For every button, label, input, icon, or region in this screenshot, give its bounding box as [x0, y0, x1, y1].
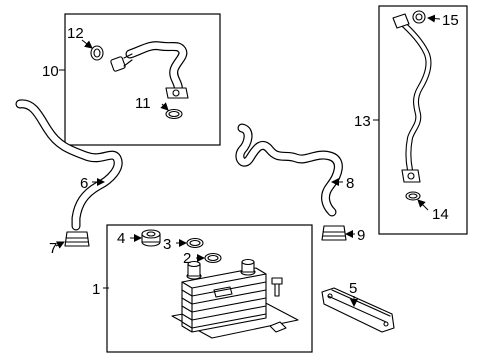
o-ring-12 — [90, 45, 104, 61]
callout-8: 8 — [346, 175, 354, 192]
o-ring-2 — [204, 252, 222, 264]
o-ring-14 — [405, 191, 421, 201]
coolant-hose-6 — [15, 99, 123, 231]
o-ring-11 — [165, 108, 183, 120]
o-ring-15 — [412, 10, 426, 24]
callout-10: 10 — [42, 63, 59, 80]
hose-clamp-9 — [321, 225, 347, 241]
leader-line-7 — [55, 241, 65, 249]
callout-11: 11 — [135, 95, 151, 112]
hose-clamp-7 — [64, 231, 90, 247]
oil-cooler-1 — [171, 258, 299, 339]
upper-hose-assembly — [110, 41, 189, 99]
o-ring-3 — [186, 237, 204, 249]
callout-6: 6 — [80, 175, 88, 192]
callout-4: 4 — [117, 230, 125, 247]
bracket-5 — [321, 287, 395, 333]
callout-5: 5 — [349, 280, 357, 297]
right-pipe-assembly — [392, 13, 432, 183]
leader-line-12 — [81, 39, 93, 49]
callout-1: 1 — [92, 281, 100, 298]
callout-15: 15 — [442, 12, 459, 29]
leader-line-11 — [160, 102, 169, 111]
callout-9: 9 — [357, 227, 365, 244]
leader-line-15 — [427, 14, 441, 23]
plug-4 — [141, 229, 161, 247]
callout-13: 13 — [354, 113, 371, 130]
leader-line-14 — [417, 199, 429, 211]
coolant-hose-8 — [235, 123, 343, 217]
callout-2: 2 — [183, 250, 191, 267]
callout-3: 3 — [163, 236, 171, 253]
callout-14: 14 — [432, 206, 449, 223]
group-frame-upper-hose — [64, 13, 221, 146]
callout-7: 7 — [49, 240, 57, 257]
callout-12: 12 — [67, 25, 84, 42]
group-frame-right-pipe — [378, 5, 468, 235]
